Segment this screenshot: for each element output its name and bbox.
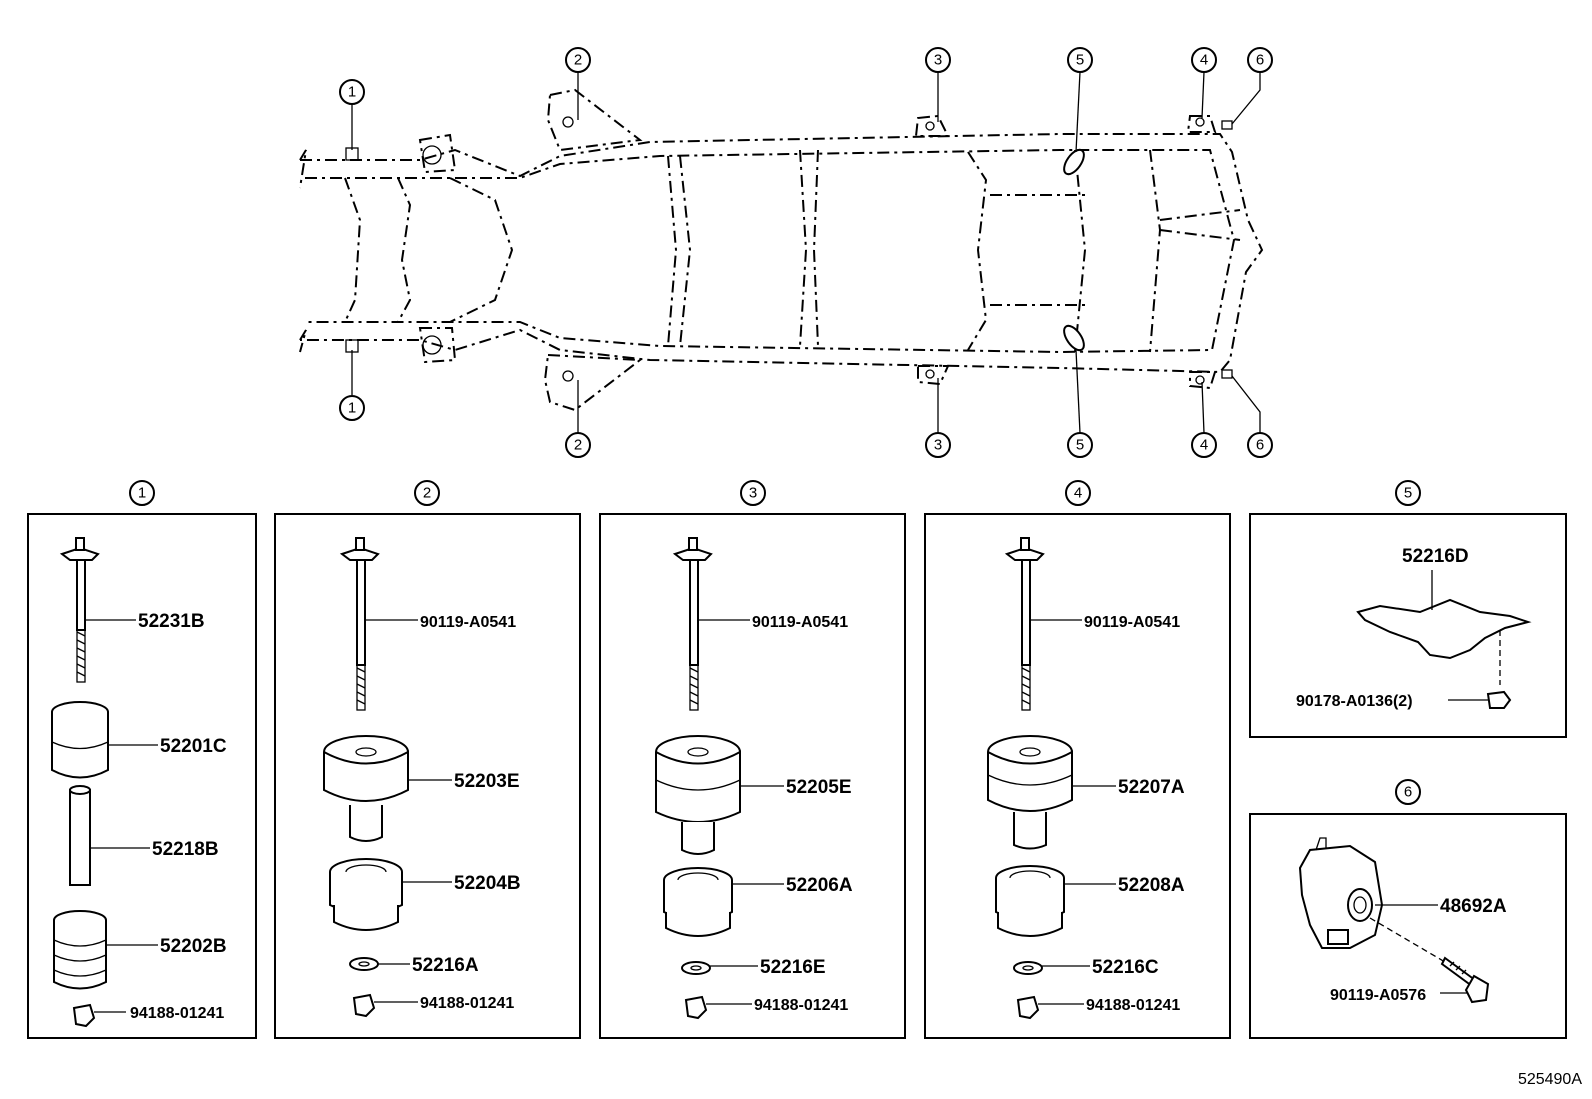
svg-text:52207A: 52207A [1118, 777, 1185, 798]
group-4-parts: 90119-A0541 52207A 52208A 52216C 94188-0… [987, 537, 1185, 1020]
svg-text:52208A: 52208A [1118, 875, 1185, 896]
svg-text:4: 4 [1200, 52, 1208, 69]
group-6-header: 6 [1395, 779, 1421, 805]
group-6-box [1249, 813, 1567, 1039]
svg-text:52202B: 52202B [160, 936, 227, 957]
svg-text:94188-01241: 94188-01241 [754, 997, 848, 1014]
callout-1-bottom: 1 [339, 395, 365, 421]
svg-text:52203E: 52203E [454, 771, 520, 792]
svg-text:2: 2 [574, 52, 582, 69]
svg-text:90119-A0541: 90119-A0541 [1084, 614, 1180, 631]
group-2-header: 2 [414, 480, 440, 506]
group-5-header: 5 [1395, 480, 1421, 506]
callout-2-bottom: 2 [565, 432, 591, 458]
svg-text:5: 5 [1404, 485, 1412, 502]
svg-text:6: 6 [1404, 784, 1412, 801]
frame-callout-leaders [351, 71, 1261, 434]
svg-text:52216A: 52216A [412, 955, 479, 976]
callout-5-top: 5 [1067, 47, 1093, 73]
group-2-parts: 90119-A0541 52203E 52204B 52216A 94188-0… [323, 537, 521, 1018]
svg-text:90119-A0541: 90119-A0541 [752, 614, 848, 631]
diagram-code: 525490A [1517, 1071, 1582, 1088]
group-boxes [27, 513, 1567, 1039]
group-1-header: 1 [129, 480, 155, 506]
svg-text:5: 5 [1076, 52, 1084, 69]
svg-text:1: 1 [348, 84, 356, 101]
svg-text:1: 1 [348, 400, 356, 417]
svg-text:52201C: 52201C [160, 736, 227, 757]
svg-text:48692A: 48692A [1440, 896, 1507, 917]
svg-text:52231B: 52231B [138, 611, 205, 632]
callout-2-top: 2 [565, 47, 591, 73]
callout-6-bottom: 6 [1247, 432, 1273, 458]
group-1-box [27, 513, 257, 1039]
svg-text:90178-A0136(2): 90178-A0136(2) [1296, 693, 1413, 710]
group-3-box [599, 513, 906, 1039]
callout-4-top: 4 [1191, 47, 1217, 73]
svg-text:52218B: 52218B [152, 839, 219, 860]
svg-text:2: 2 [574, 437, 582, 454]
svg-text:52205E: 52205E [786, 777, 852, 798]
group-4-box [924, 513, 1231, 1039]
svg-text:4: 4 [1200, 437, 1208, 454]
svg-text:52216D: 52216D [1402, 546, 1469, 567]
callout-1-top: 1 [339, 79, 365, 105]
svg-text:3: 3 [934, 52, 942, 69]
svg-text:1: 1 [138, 485, 146, 502]
group-5-box [1249, 513, 1567, 738]
svg-text:2: 2 [423, 485, 431, 502]
callout-4-bottom: 4 [1191, 432, 1217, 458]
callout-6-top: 6 [1247, 47, 1273, 73]
svg-text:52216E: 52216E [760, 957, 826, 978]
vehicle-frame [299, 88, 1264, 412]
svg-text:6: 6 [1256, 52, 1264, 69]
group-3-parts: 90119-A0541 52205E 52206A 52216E 94188-0… [655, 537, 853, 1020]
frame-callouts: 1 1 2 3 5 4 6 2 3 5 4 6 [339, 47, 1273, 458]
callout-5-bottom: 5 [1067, 432, 1093, 458]
svg-text:52204B: 52204B [454, 873, 521, 894]
svg-text:90119-A0576: 90119-A0576 [1330, 987, 1426, 1004]
svg-text:94188-01241: 94188-01241 [1086, 997, 1180, 1014]
group-1-parts: 52231B 52201C 52218B 52202B 94188-01241 [51, 537, 227, 1028]
svg-text:94188-01241: 94188-01241 [420, 995, 514, 1012]
svg-text:90119-A0541: 90119-A0541 [420, 614, 516, 631]
svg-text:52206A: 52206A [786, 875, 853, 896]
svg-text:94188-01241: 94188-01241 [130, 1005, 224, 1022]
group-2-box [274, 513, 581, 1039]
group-6-parts: 48692A 90119-A0576 [1298, 837, 1507, 1004]
svg-text:3: 3 [934, 437, 942, 454]
group-3-header: 3 [740, 480, 766, 506]
group-5-parts: 52216D 90178-A0136(2) [1296, 546, 1532, 710]
svg-text:6: 6 [1256, 437, 1264, 454]
group-4-header: 4 [1065, 480, 1091, 506]
svg-text:3: 3 [749, 485, 757, 502]
svg-text:5: 5 [1076, 437, 1084, 454]
callout-3-bottom: 3 [925, 432, 951, 458]
svg-text:52216C: 52216C [1092, 957, 1159, 978]
callout-3-top: 3 [925, 47, 951, 73]
svg-text:4: 4 [1074, 485, 1082, 502]
group-headers: 1 2 3 4 5 6 [129, 480, 1421, 805]
